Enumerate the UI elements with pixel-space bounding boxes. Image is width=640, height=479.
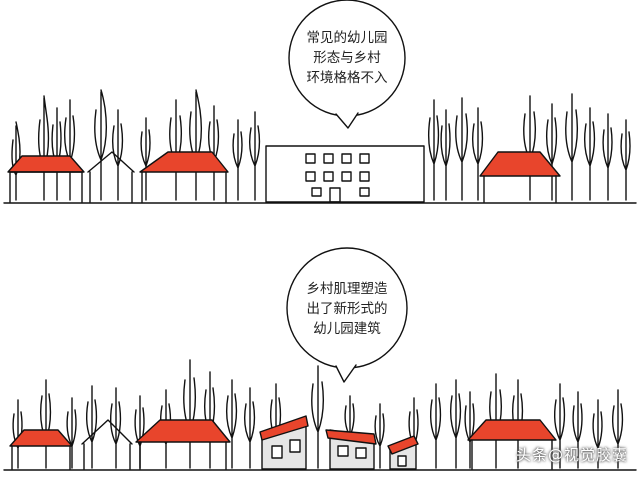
bottom-bubble-line-3: 幼儿园建筑 xyxy=(313,321,381,337)
watermark: 头条@视觉胶囊 xyxy=(515,446,628,464)
new-kindergarten-building-3 xyxy=(387,435,419,470)
top-bubble-text: 常见的幼儿园 形态与乡村 环境格格不入 xyxy=(307,30,388,86)
bottom-speech-bubble xyxy=(286,247,408,383)
typical-kindergarten xyxy=(265,145,425,203)
new-kindergarten-building-2 xyxy=(325,429,377,470)
bottom-bubble-line-1: 乡村肌理塑造 xyxy=(307,281,388,297)
top-tree-row-left xyxy=(11,89,261,201)
top-house-4 xyxy=(479,151,561,203)
top-house-3 xyxy=(139,151,229,203)
top-speech-bubble xyxy=(288,0,406,129)
top-house-1 xyxy=(7,155,85,203)
top-bubble-line-1: 常见的幼儿园 xyxy=(307,30,388,46)
bottom-house-4 xyxy=(467,419,557,470)
bottom-house-1 xyxy=(9,429,73,470)
bottom-bubble-text: 乡村肌理塑造 出了新形式的 幼儿园建筑 xyxy=(307,281,388,337)
new-kindergarten-building-1 xyxy=(259,415,309,470)
bottom-house-2 xyxy=(81,419,133,470)
top-tree-row-right xyxy=(427,93,631,201)
bottom-house-3 xyxy=(135,419,231,470)
top-bubble-line-3: 环境格格不入 xyxy=(307,70,388,86)
top-house-2 xyxy=(87,151,135,203)
top-bubble-line-2: 形态与乡村 xyxy=(313,50,381,66)
bottom-bubble-line-2: 出了新形式的 xyxy=(307,301,388,317)
